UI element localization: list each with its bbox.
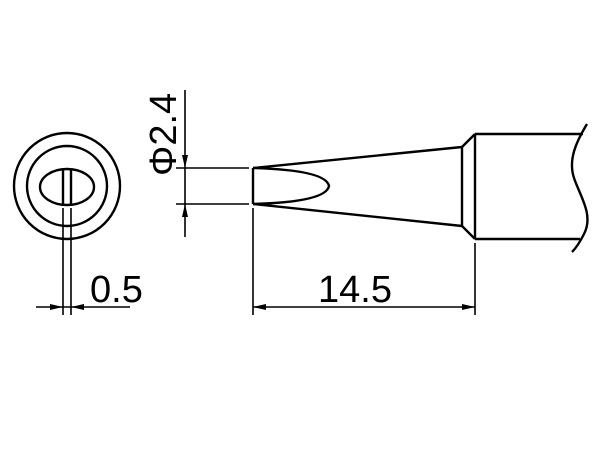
taper-bottom-edge (252, 202, 463, 228)
chisel-flat-outline (252, 166, 331, 206)
arrowhead (182, 155, 188, 168)
arrowhead (182, 204, 188, 217)
taper-top-edge (252, 145, 463, 170)
tip-face-ellipse (38, 167, 96, 207)
arrowhead (71, 304, 84, 310)
chamfer-bottom (461, 225, 476, 240)
break-line (570, 123, 589, 253)
inner-circle (25, 144, 109, 228)
dim-label-diameter: Φ2.4 (143, 93, 185, 176)
side-view: Φ2.4 14.5 (143, 90, 589, 315)
outer-circle (12, 131, 122, 241)
end-view: 0.5 (12, 131, 143, 315)
arrowhead (462, 304, 475, 310)
chamfer-top (461, 133, 476, 148)
dim-label-slot-width: 0.5 (90, 269, 143, 311)
arrowhead (50, 304, 63, 310)
arrowhead (253, 304, 266, 310)
dim-label-length: 14.5 (318, 269, 392, 311)
